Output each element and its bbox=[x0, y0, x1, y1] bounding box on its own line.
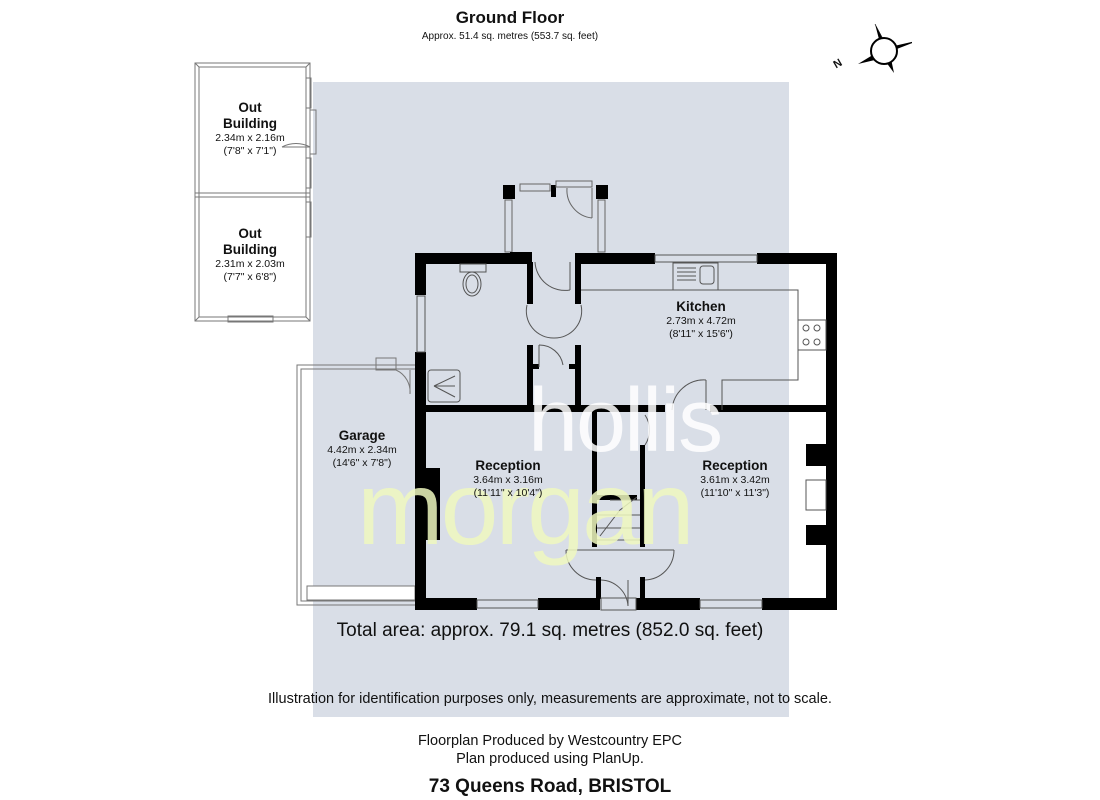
room-name: Building bbox=[223, 242, 277, 257]
fixtures bbox=[416, 254, 827, 611]
out-buildings bbox=[194, 62, 317, 323]
disclaimer: Illustration for identification purposes… bbox=[268, 691, 832, 707]
room-metric: 3.61m x 3.42m bbox=[700, 474, 770, 486]
credits: Floorplan Produced by Westcountry EPC Pl… bbox=[0, 732, 1100, 768]
room-name: Building bbox=[223, 116, 277, 131]
room-imperial: (7'8" x 7'1") bbox=[223, 145, 277, 157]
room-reception-2: Reception 3.61m x 3.42m (11'10" x 11'3") bbox=[665, 458, 805, 500]
room-imperial: (8'11" x 15'6") bbox=[669, 328, 733, 340]
north-arrow-icon bbox=[858, 23, 920, 73]
room-metric: 2.31m x 2.03m bbox=[215, 258, 285, 270]
room-out-building-1: Out Building 2.34m x 2.16m (7'8" x 7'1") bbox=[180, 100, 320, 158]
room-imperial: (7'7" x 6'8") bbox=[223, 271, 277, 283]
garage-outline bbox=[296, 357, 418, 606]
room-name: Out bbox=[238, 226, 262, 241]
room-metric: 2.34m x 2.16m bbox=[215, 132, 285, 144]
room-name: Garage bbox=[338, 428, 386, 443]
room-out-building-2: Out Building 2.31m x 2.03m (7'7" x 6'8") bbox=[180, 226, 320, 284]
total-area: Total area: approx. 79.1 sq. metres (852… bbox=[336, 620, 764, 641]
room-imperial: (11'10" x 11'3") bbox=[700, 487, 770, 499]
room-name: Reception bbox=[475, 458, 541, 473]
compass: N bbox=[832, 10, 920, 78]
room-name: Kitchen bbox=[676, 299, 726, 314]
property-address: 73 Queens Road, BRISTOL bbox=[428, 776, 672, 797]
room-imperial: (11'11" x 10'4") bbox=[473, 487, 543, 499]
room-name: Reception bbox=[702, 458, 768, 473]
room-kitchen: Kitchen 2.73m x 4.72m (8'11" x 15'6") bbox=[631, 299, 771, 341]
room-garage: Garage 4.42m x 2.34m (14'6" x 7'8") bbox=[292, 428, 432, 470]
room-reception-1: Reception 3.64m x 3.16m (11'11" x 10'4") bbox=[438, 458, 578, 500]
room-metric: 3.64m x 3.16m bbox=[473, 474, 543, 486]
room-metric: 4.42m x 2.34m bbox=[327, 444, 397, 456]
room-imperial: (14'6" x 7'8") bbox=[332, 457, 392, 469]
credit-producer: Floorplan Produced by Westcountry EPC bbox=[417, 733, 683, 749]
room-name: Out bbox=[238, 100, 262, 115]
floor-area: Approx. 51.4 sq. metres (553.7 sq. feet) bbox=[421, 31, 599, 42]
credit-software: Plan produced using PlanUp. bbox=[456, 751, 644, 767]
room-metric: 2.73m x 4.72m bbox=[666, 315, 736, 327]
floor-title: Ground Floor bbox=[455, 8, 565, 27]
porch bbox=[503, 180, 608, 260]
walls bbox=[415, 253, 837, 610]
